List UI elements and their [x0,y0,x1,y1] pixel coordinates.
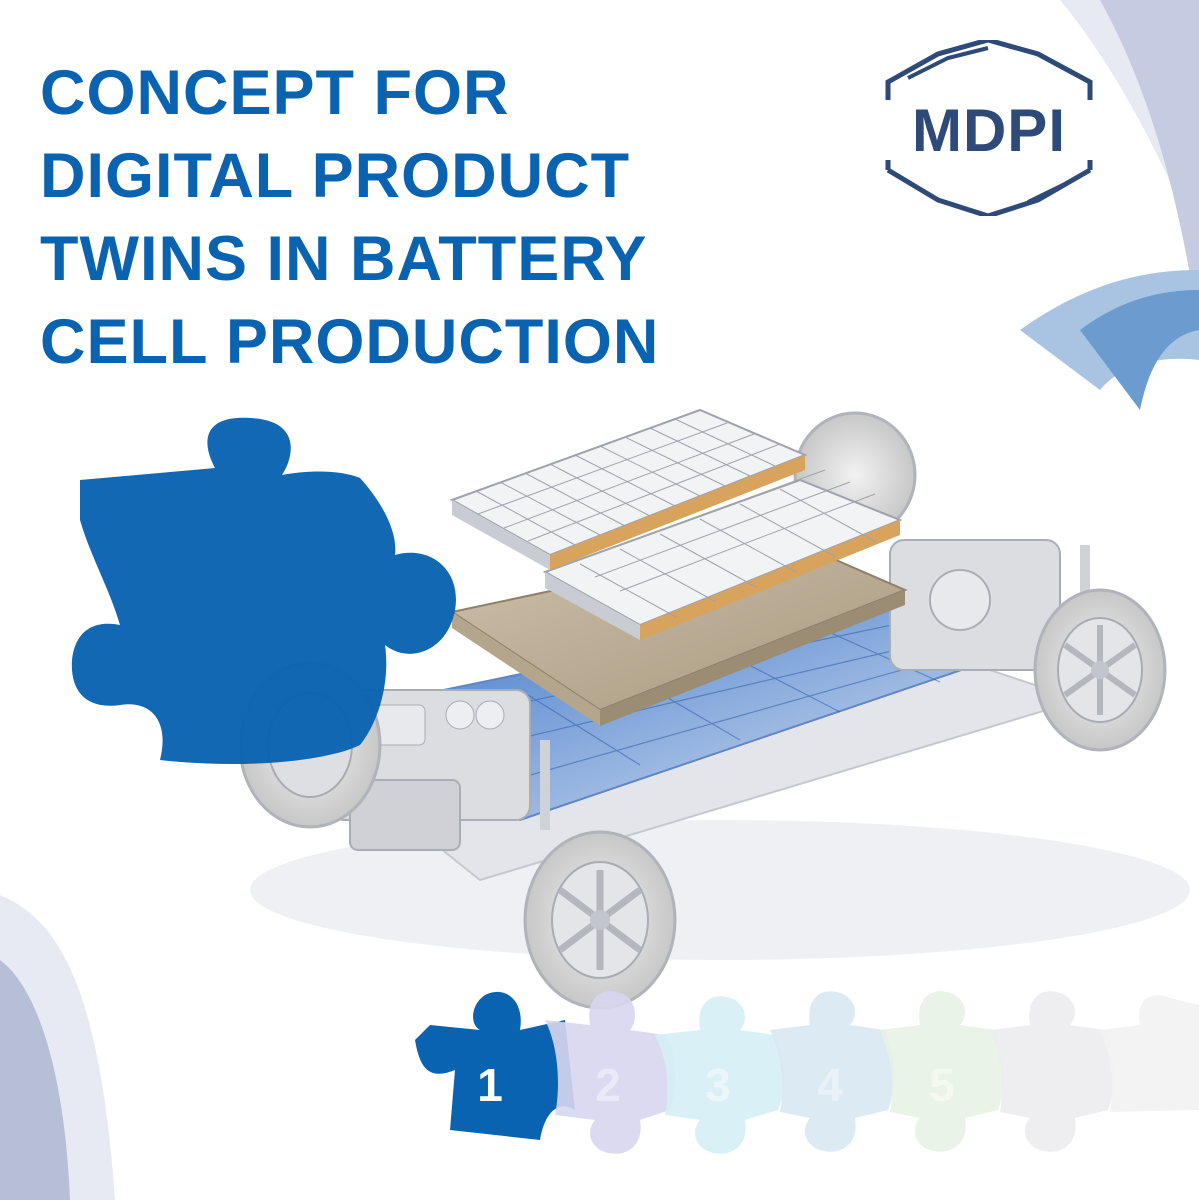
title-line: CELL PRODUCTION [40,307,660,377]
puzzle-piece-4 [770,991,895,1152]
puzzle-piece-5 [880,991,1005,1152]
rear-drive-unit [880,430,1090,671]
puzzle-piece-7 [1100,995,1199,1112]
arc-bottom-left-mid [0,960,70,1200]
title-line: TWINS IN BATTERY [40,224,648,294]
page-title: CONCEPT FOR DIGITAL PRODUCT TWINS IN BAT… [40,52,659,384]
puzzle-number-3: 3 [705,1059,731,1111]
hexagon-frame-icon [878,37,1100,219]
logo-text: MDPI [912,97,1066,164]
battery-cell-grid [475,418,877,618]
front-drive-unit [329,689,550,851]
puzzle-piece-2 [545,991,676,1154]
arc-top-right-mid [1100,0,1199,330]
puzzle-number-5: 5 [929,1059,955,1111]
puzzle-number-1: 1 [477,1059,503,1111]
wheel-rear-right [1033,588,1167,752]
big-puzzle-piece [71,417,456,765]
puzzle-number-4: 4 [817,1059,843,1111]
puzzle-piece-6 [990,991,1115,1152]
mdpi-logo[interactable]: MDPI [878,37,1100,219]
title-line: DIGITAL PRODUCT [40,141,631,211]
wheel-front-right [523,830,677,1010]
puzzle-piece-1 [415,991,575,1140]
arc-top-right-blue [1080,290,1199,410]
title-line: CONCEPT FOR [40,58,510,128]
puzzle-number-2: 2 [595,1059,621,1111]
puzzle-piece-3 [655,996,785,1154]
